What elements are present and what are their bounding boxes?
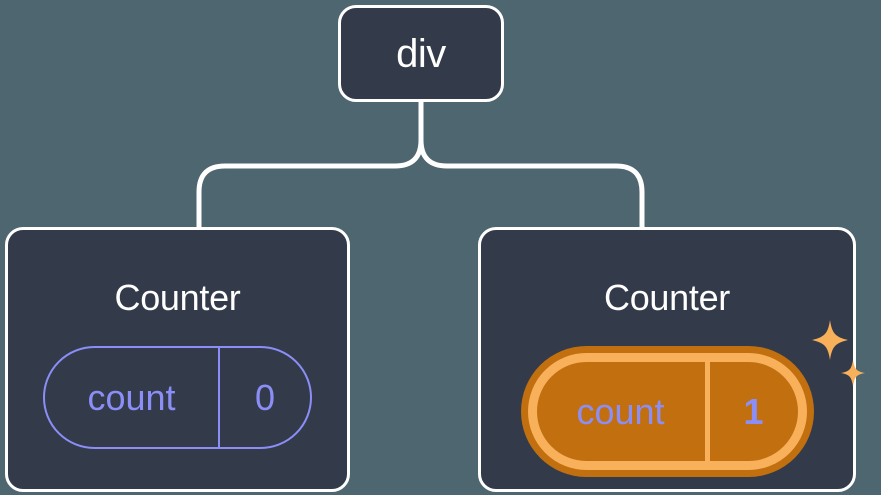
state-pill-highlight-ring: count 1: [520, 346, 814, 477]
node-div[interactable]: div: [338, 5, 504, 102]
sparkle-group: [811, 320, 865, 386]
state-key-left: count: [87, 376, 176, 418]
state-key-right: count: [576, 390, 665, 432]
node-counter-right-title: Counter: [604, 277, 730, 318]
sparkle-large-icon: [811, 320, 848, 360]
state-pill-left[interactable]: count 0: [43, 346, 312, 449]
state-pill-wrapper-right: count 1: [520, 320, 865, 477]
node-counter-left-title: Counter: [114, 277, 241, 318]
state-pill-right[interactable]: count 1: [527, 353, 807, 470]
state-value-left: 0: [218, 348, 310, 447]
node-counter-right[interactable]: Counter count 1: [478, 227, 865, 492]
node-counter-left[interactable]: Counter count 0: [5, 227, 350, 492]
state-pill-wrapper-left: count 0: [43, 346, 312, 449]
connector-branch-left: [196, 137, 424, 230]
connector-branch-right: [418, 137, 645, 230]
node-div-label: div: [396, 31, 446, 76]
state-value-right: 1: [704, 362, 798, 461]
sparkle-small-icon: [840, 360, 865, 386]
